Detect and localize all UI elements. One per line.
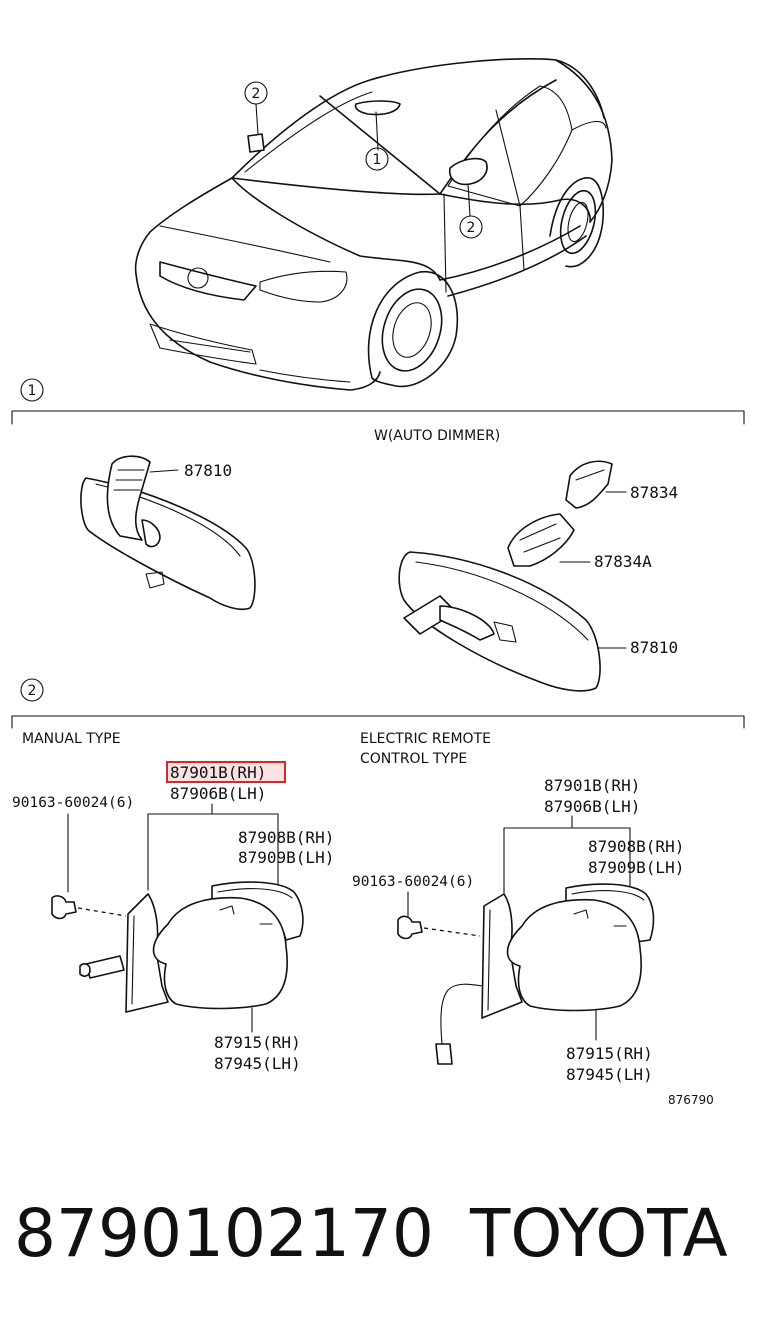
part-label-87834a: 87834A — [594, 552, 652, 571]
part-label-87908b-rh-electric: 87908B(RH) — [588, 837, 684, 856]
part-label-87834: 87834 — [630, 483, 678, 502]
callout-label: 1 — [373, 152, 382, 168]
section-2-marker: 2 — [20, 678, 44, 702]
part-label-87810-left: 87810 — [184, 461, 232, 480]
part-label-87945-lh-electric: 87945(LH) — [566, 1065, 653, 1084]
callout-label: 2 — [467, 220, 476, 236]
part-label-87906b-lh-manual: 87906B(LH) — [170, 784, 266, 803]
part-label-87901b-rh-electric: 87901B(RH) — [544, 776, 640, 795]
electric-door-mirror — [397, 883, 655, 1065]
manual-door-mirror — [51, 881, 304, 1013]
highlight-box-87901b — [166, 761, 286, 783]
part-label-87901b-rh-manual: 87901B(RH) — [170, 763, 266, 782]
part-label-87915-rh-electric: 87915(RH) — [566, 1044, 653, 1063]
leader-bracket — [147, 803, 279, 891]
part-label-87945-lh-manual: 87945(LH) — [214, 1054, 301, 1073]
part-label-87810-right: 87810 — [630, 638, 678, 657]
car-callout-2-left: 2 — [244, 81, 268, 105]
section-1-title: W(AUTO DIMMER) — [374, 428, 500, 444]
part-label-87906b-lh-electric: 87906B(LH) — [544, 797, 640, 816]
part-label-87908b-rh-manual: 87908B(RH) — [238, 828, 334, 847]
electric-type-label-line2: CONTROL TYPE — [360, 751, 467, 767]
manual-type-label: MANUAL TYPE — [22, 731, 121, 747]
right-rearview-mirror — [398, 460, 613, 692]
callout-label: 2 — [252, 86, 261, 102]
part-label-87909b-lh-manual: 87909B(LH) — [238, 848, 334, 867]
section-1-marker: 1 — [20, 378, 44, 402]
screw-label-manual: 90163-60024(6) — [12, 795, 134, 811]
leader-bracket — [503, 815, 631, 897]
left-rearview-mirror — [80, 455, 256, 611]
car-callout-1: 1 — [365, 147, 389, 171]
footer-part-number: 8790102170 — [14, 1195, 434, 1272]
section-1-bracket — [11, 410, 745, 425]
electric-type-label-line1: ELECTRIC REMOTE — [360, 731, 491, 747]
section-number: 2 — [28, 683, 37, 699]
screw-label-electric: 90163-60024(6) — [352, 874, 474, 890]
leader-line — [149, 469, 179, 473]
part-label-87915-rh-manual: 87915(RH) — [214, 1033, 301, 1052]
figure-code: 876790 — [668, 1093, 714, 1107]
section-2-bracket — [11, 715, 745, 729]
section-number: 1 — [28, 383, 37, 399]
footer-brand: TOYOTA — [469, 1195, 728, 1272]
car-illustration — [134, 58, 613, 391]
car-callout-2-right: 2 — [459, 215, 483, 239]
part-label-87909b-lh-electric: 87909B(LH) — [588, 858, 684, 877]
